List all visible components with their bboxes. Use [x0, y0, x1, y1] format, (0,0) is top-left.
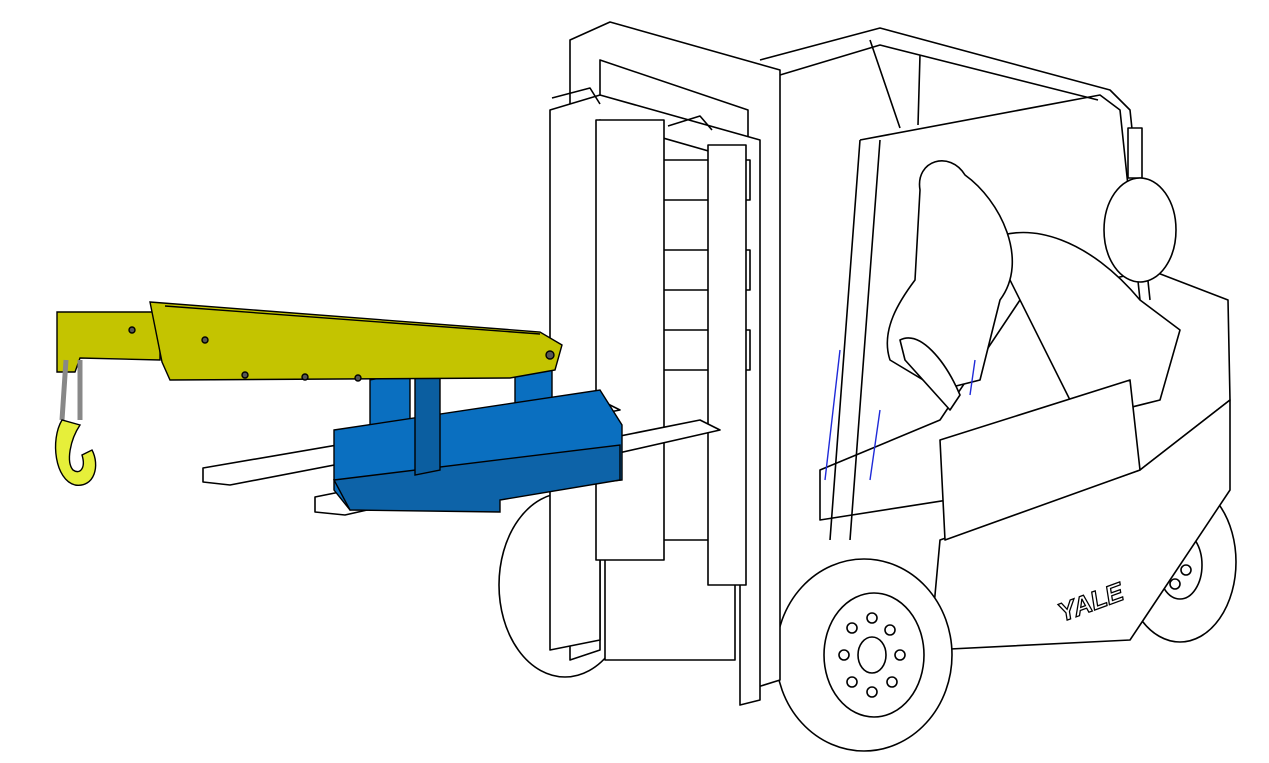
front-wheel: [775, 558, 953, 752]
mast: [549, 21, 781, 706]
operator-and-seat: [824, 160, 1181, 541]
lifting-hook: [54, 359, 97, 486]
jib-boom: [56, 301, 563, 382]
